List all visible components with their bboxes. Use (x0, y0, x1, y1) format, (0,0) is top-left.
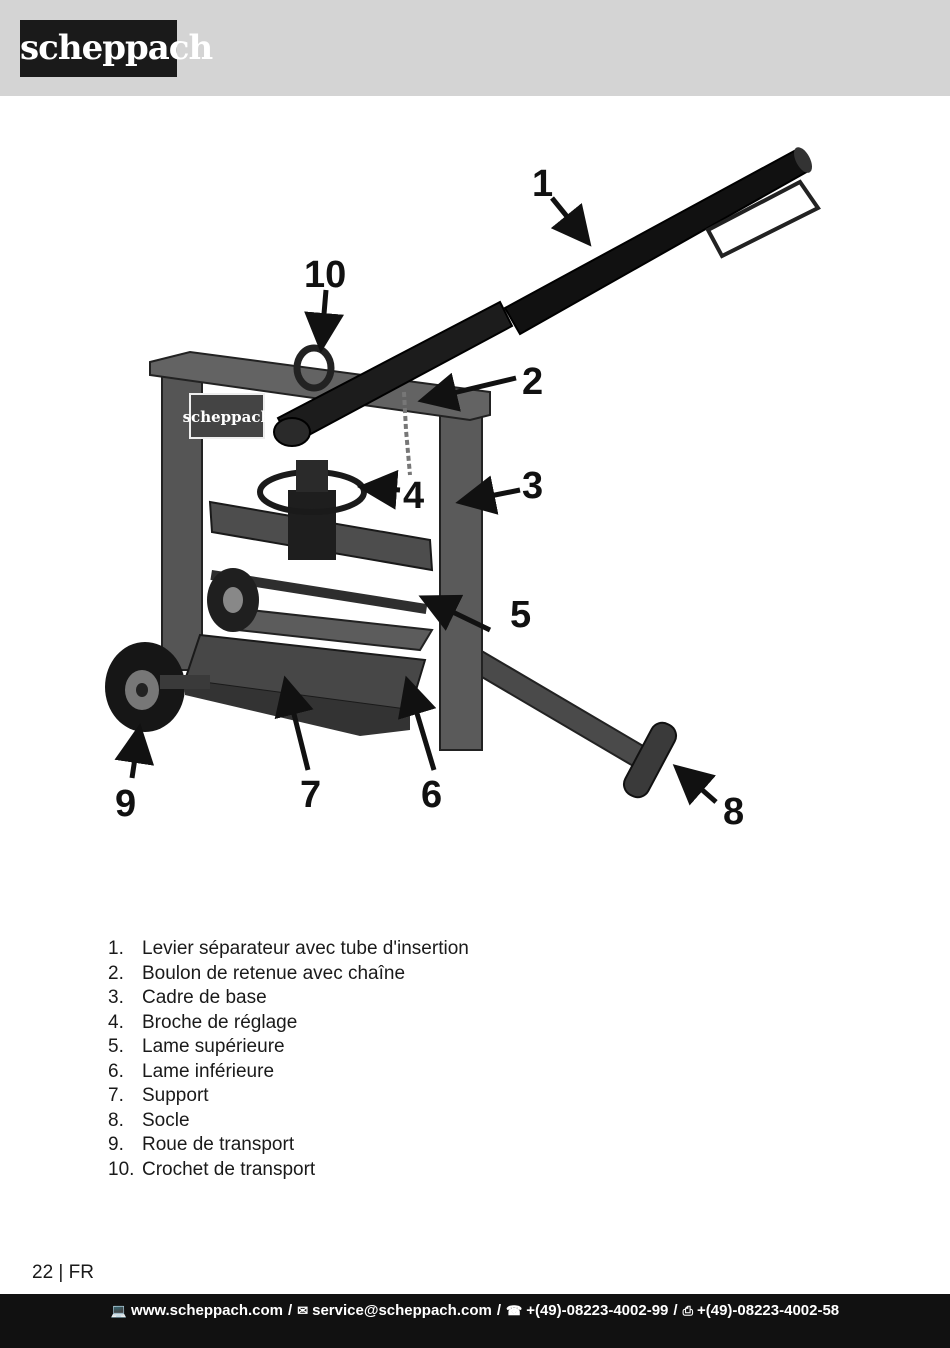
frame-right-post (439, 409, 483, 751)
fax-icon: ⎙ (682, 1303, 693, 1318)
foot-bar (622, 721, 678, 799)
callout-7: 7 (300, 774, 321, 816)
list-item: 3. Cadre de base (108, 986, 469, 1011)
list-item: 6. Lame inférieure (108, 1060, 469, 1085)
lever-tube-end (793, 147, 813, 173)
separator: / (288, 1302, 293, 1319)
phone-icon: ☎ (506, 1303, 523, 1318)
adjustment-spindle (288, 490, 336, 560)
arrow-9 (114, 723, 155, 779)
list-item-label: Cadre de base (142, 987, 267, 1008)
arrow-4 (357, 469, 401, 510)
callout-4: 4 (403, 475, 424, 517)
upper-blade-edge (210, 570, 428, 614)
callout-1: 1 (532, 163, 553, 205)
email-link[interactable]: service@scheppach.com (312, 1302, 492, 1319)
lever-handle (705, 179, 821, 259)
list-item-number: 1. (108, 938, 124, 959)
list-item-label: Roue de transport (142, 1134, 295, 1155)
callout-2: 2 (522, 361, 543, 403)
list-item: 4. Broche de réglage (108, 1011, 469, 1036)
base-leg (468, 648, 652, 772)
separator: / (496, 1302, 501, 1319)
fax-number: +(49)-08223-4002-58 (696, 1302, 840, 1319)
callout-3: 3 (522, 465, 543, 507)
callout-6: 6 (421, 774, 442, 816)
list-item-number: 4. (108, 1011, 124, 1033)
arrow-3 (455, 475, 521, 515)
list-item-number: 8. (108, 1109, 124, 1131)
list-item-number: 10. (108, 1158, 135, 1180)
arrow-5 (418, 594, 492, 633)
arrow-8 (672, 764, 718, 806)
arrow-2 (417, 372, 517, 412)
website-link[interactable]: www.scheppach.com (131, 1302, 284, 1319)
list-item: 9. Roue de transport (108, 1133, 469, 1158)
transport-wheel (105, 642, 185, 732)
arrow-1 (550, 196, 592, 247)
arrow-6 (398, 675, 437, 771)
device-brand-plate (189, 393, 265, 439)
phone-number: +(49)-08223-4002-99 (526, 1302, 669, 1319)
email-icon: ✉ (297, 1303, 309, 1318)
list-item-number: 7. (108, 1085, 124, 1106)
list-item: 1. Levier séparateur avec tube d'insertio… (108, 937, 469, 962)
retaining-chain (402, 391, 412, 476)
arrow-7 (274, 675, 314, 771)
list-item: 8. Socle (108, 1109, 469, 1134)
computer-icon: 💻 (110, 1303, 128, 1318)
list-item: 10. Crochet de transport (108, 1158, 469, 1183)
callout-5: 5 (510, 594, 531, 636)
device-brand-text: scheppach (183, 408, 272, 426)
list-item-label: Boulon de retenue avec chaîne (142, 962, 406, 984)
list-item-number: 5. (108, 1036, 124, 1057)
list-item-label: Lame inférieure (142, 1060, 275, 1082)
parts-list: 1. Levier séparateur avec tube d'insertio… (108, 937, 469, 1182)
list-item: 5. Lame supérieure (108, 1035, 469, 1060)
list-item: 2. Boulon de retenue avec chaîne (108, 962, 469, 987)
list-item-label: Crochet de transport (142, 1158, 316, 1180)
lever-pivot (273, 417, 311, 447)
callout-10: 10 (304, 254, 346, 296)
callout-9: 9 (115, 783, 136, 825)
page-footer: 💻www.scheppach.com/✉service@scheppach.co… (0, 1294, 950, 1348)
list-item: 7. Support (108, 1084, 469, 1109)
rear-wheel (207, 568, 259, 632)
list-item-label: Socle (142, 1109, 190, 1131)
list-item-label: Broche de réglage (142, 1011, 298, 1033)
list-item-label: Lame supérieure (142, 1036, 285, 1057)
list-item-number: 9. (108, 1134, 124, 1155)
separator: / (673, 1302, 678, 1319)
footer-contact: 💻www.scheppach.com/✉service@scheppach.co… (0, 1302, 950, 1319)
product-illustration: scheppach 1 2 3 (105, 147, 821, 833)
list-item-label: Support (142, 1085, 209, 1106)
list-item-label: Levier séparateur avec tube d'insertion (142, 938, 469, 959)
axle (160, 675, 210, 689)
page-header: scheppach (0, 0, 950, 96)
callout-arrows (114, 196, 718, 806)
arrow-10 (304, 289, 345, 353)
page-number: 22 | FR (32, 1262, 94, 1283)
brand-logo: scheppach (20, 20, 213, 77)
spindle-thread (296, 460, 328, 492)
callout-8: 8 (723, 791, 744, 833)
list-item-number: 2. (108, 962, 124, 984)
list-item-number: 6. (108, 1060, 124, 1082)
list-item-number: 3. (108, 987, 124, 1008)
